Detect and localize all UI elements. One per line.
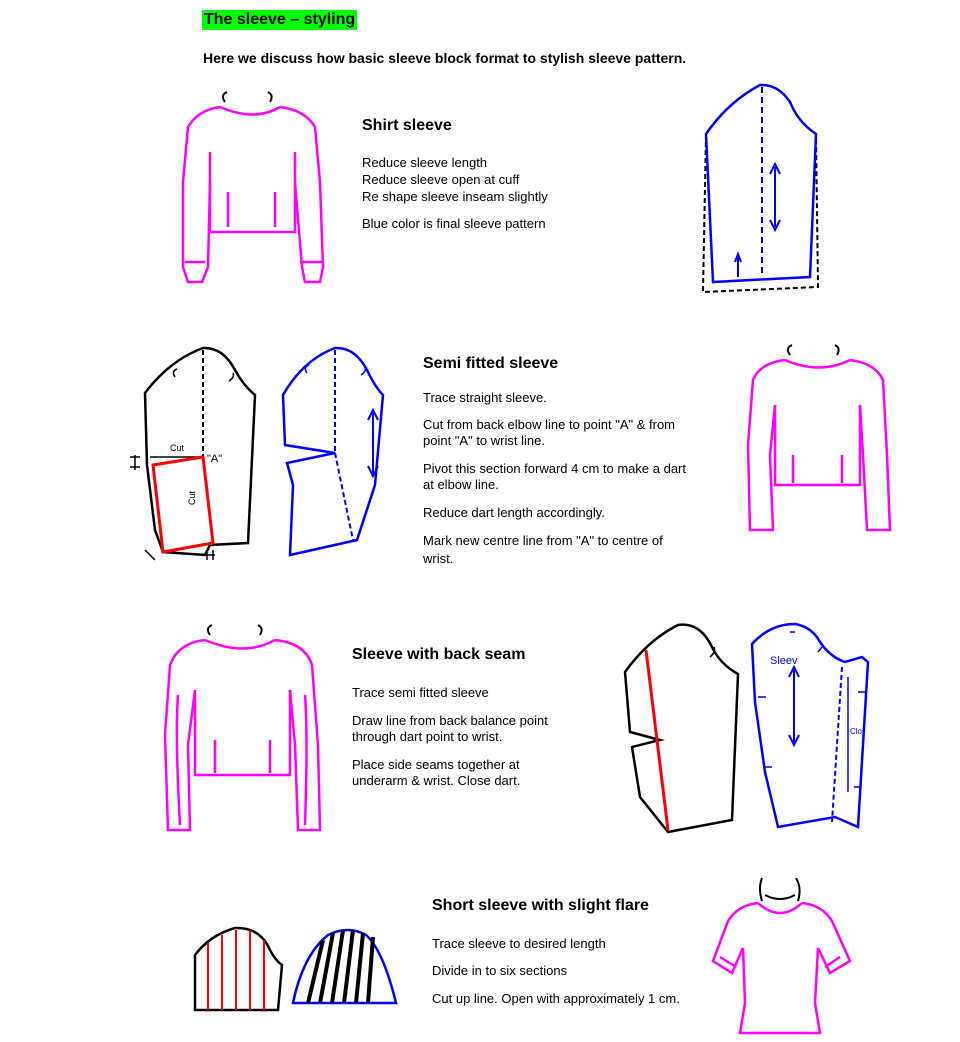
text-line: through dart point to wrist. bbox=[352, 729, 503, 744]
back-seam-cut-diagram bbox=[623, 623, 740, 834]
flare-sleeve-spread-diagram bbox=[291, 928, 398, 1005]
page-intro: Here we discuss how basic sleeve block f… bbox=[203, 50, 687, 66]
text-line: Trace semi fitted sleeve bbox=[352, 685, 489, 700]
text-line: underarm & wrist. Close dart. bbox=[352, 773, 521, 788]
cut-label: Cut bbox=[170, 443, 185, 453]
shirt-sleeve-garment-illustration bbox=[181, 91, 325, 284]
text-line: wrist. bbox=[423, 551, 454, 566]
cut-label: Cut bbox=[187, 490, 197, 505]
text-line: Divide in to six sections bbox=[432, 963, 568, 978]
section-heading: Shirt sleeve bbox=[362, 117, 452, 134]
text-line: Mark new centre line from "A" to centre … bbox=[423, 533, 663, 548]
text-line: Pivot this section forward 4 cm to make … bbox=[423, 461, 686, 476]
flare-sleeve-cut-diagram bbox=[193, 926, 284, 1012]
section-heading: Semi fitted sleeve bbox=[423, 355, 559, 372]
page-title: The sleeve – styling bbox=[202, 10, 358, 30]
back-seam-pattern-diagram: Sleev Clo bbox=[750, 622, 870, 829]
text-line: point "A" to wrist line. bbox=[423, 433, 545, 448]
text-line: Trace sleeve to desired length bbox=[432, 936, 606, 951]
close-dart-label: Clo bbox=[850, 727, 863, 736]
text-line: at elbow line. bbox=[423, 477, 499, 492]
text-line: Reduce sleeve length bbox=[362, 155, 488, 170]
text-line: Blue color is final sleeve pattern bbox=[362, 216, 546, 231]
semi-fitted-sleeve-cut-diagram: Cut "A" Cut bbox=[130, 346, 257, 561]
text-line: Draw line from back balance point bbox=[352, 713, 548, 728]
text-line: Trace straight sleeve. bbox=[423, 390, 547, 405]
text-line: Cut up line. Open with approximately 1 c… bbox=[432, 991, 680, 1006]
section-heading: Sleeve with back seam bbox=[352, 646, 526, 663]
text-line: Reduce dart length accordingly. bbox=[423, 505, 605, 520]
short-sleeve-tee-illustration bbox=[711, 877, 852, 1035]
sleeve-label: Sleev bbox=[770, 655, 798, 667]
shirt-sleeve-pattern-diagram bbox=[701, 83, 820, 294]
text-line: Place side seams together at bbox=[352, 757, 520, 772]
text-line: Re shape sleeve inseam slightly bbox=[362, 189, 548, 204]
section-heading: Short sleeve with slight flare bbox=[432, 897, 649, 914]
semi-fitted-garment-illustration bbox=[746, 344, 892, 532]
text-line: Cut from back elbow line to point "A" & … bbox=[423, 417, 676, 432]
semi-fitted-sleeve-pattern-diagram bbox=[281, 346, 385, 557]
back-seam-garment-illustration bbox=[163, 624, 322, 832]
text-line: Reduce sleeve open at cuff bbox=[362, 172, 520, 187]
point-a-label: "A" bbox=[207, 453, 222, 465]
